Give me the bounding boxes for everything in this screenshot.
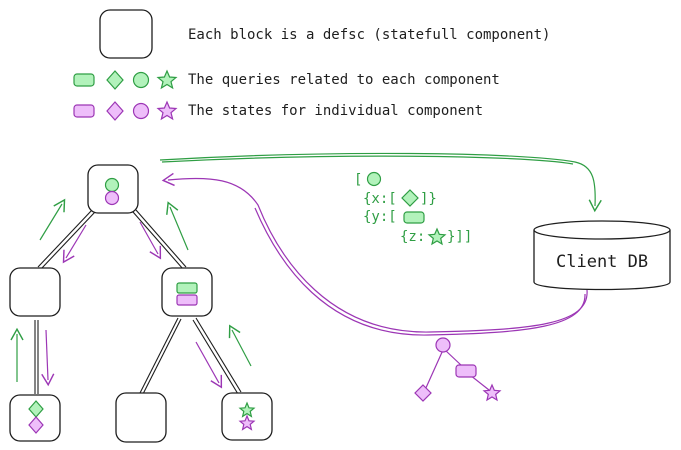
circle-icon [132,71,150,89]
diamond-icon [106,101,124,121]
rectangle-icon [176,282,198,294]
star-icon [156,100,178,121]
state-from-db-arrow [161,172,588,333]
rectangle-icon [73,73,95,87]
diamond-icon [401,189,419,207]
right-child-node [161,267,213,317]
diamond-icon [414,384,432,402]
diamond-icon [106,70,124,90]
query-y-key: {y:[ [363,209,397,225]
rectangle-icon [455,364,477,378]
edge-arrows [10,198,252,389]
circle-icon [132,102,150,120]
star-icon [238,401,256,418]
query-to-db-arrow [159,152,602,213]
legend: Each block is a defsc (statefull compone… [73,9,550,121]
circle-icon [366,171,382,187]
query-snippet: [ {x:[ ]} {y:[ {z: }]] [354,171,472,246]
green-up-arrow [228,324,252,367]
green-up-arrow [39,198,66,241]
query-x-close: ]} [420,191,437,207]
query-z-close: }]] [447,229,472,245]
star-icon [238,414,256,431]
star-icon [156,69,178,90]
legend-states-text: The states for individual component [188,103,483,119]
diamond-icon [28,416,44,434]
star-icon [482,383,502,402]
legend-block-text: Each block is a defsc (statefull compone… [188,27,550,43]
rectangle-icon [73,104,95,118]
rectangle-icon [176,294,198,306]
circle-icon [435,337,451,353]
purple-down-arrow [195,341,223,389]
legend-states-icons [73,100,178,121]
tree-connectors [34,209,242,395]
query-open-bracket: [ [354,172,362,188]
db-flow-arrows [159,152,602,336]
legend-block-icon [99,9,153,59]
purple-down-arrow [139,221,162,260]
left-leaf-node [9,394,61,442]
state-tree [414,337,502,402]
legend-queries-icons [73,69,178,90]
client-db: Client DB [533,220,671,291]
right-leaf-node [221,392,273,441]
star-icon [427,227,447,246]
left-child-node [9,267,61,317]
client-db-label: Client DB [556,252,648,272]
purple-down-arrow [62,224,87,264]
legend-queries-text: The queries related to each component [188,72,500,88]
circle-icon [104,177,120,193]
query-x-key: {x:[ [363,191,397,207]
root-component-node [87,164,139,214]
query-z-key: {z: [400,229,425,245]
green-up-arrow [166,201,189,251]
purple-down-arrow [41,329,55,387]
middle-leaf-node [115,392,167,443]
rectangle-icon [403,211,425,224]
circle-icon [104,190,120,206]
